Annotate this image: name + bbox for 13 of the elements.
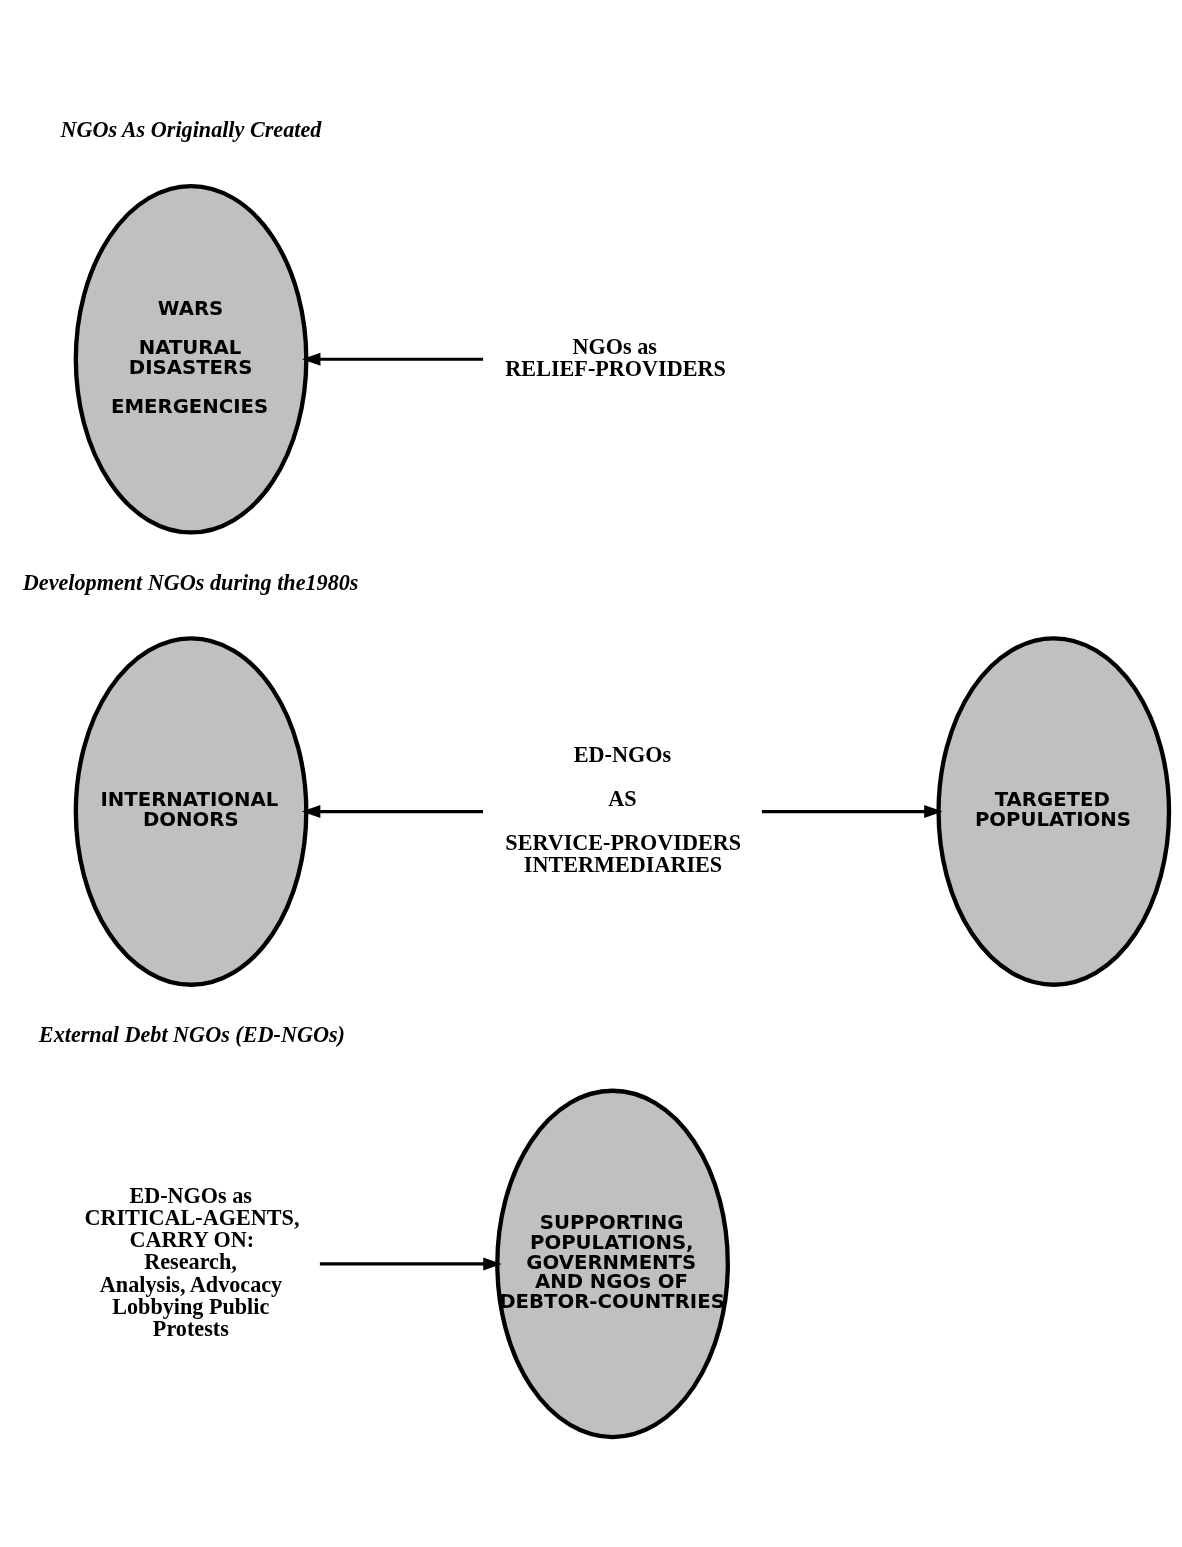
node-text: NGOs as RELIEF-PROVIDERS — [505, 333, 726, 381]
node-ellipse: INTERNATIONAL DONORS — [73, 635, 309, 987]
label: NGOs As Originally Created — [60, 116, 322, 142]
node-ellipse: TARGETED POPULATIONS — [936, 635, 1172, 987]
arrow — [301, 804, 483, 818]
node-ellipse: WARS NATURAL DISASTERS EMERGENCIES — [73, 183, 309, 535]
label: Development NGOs during the1980s — [22, 569, 359, 595]
arrow — [301, 352, 484, 366]
label: External Debt NGOs (ED-NGOs) — [38, 1021, 345, 1047]
node-text: ED-NGOs as CRITICAL-AGENTS, CARRY ON: Research, Analysis, Advocacy Lobbying Public Protests — [84, 1182, 300, 1341]
arrow — [319, 1256, 502, 1270]
node-text: ED-NGOs AS SERVICE-PROVIDERS INTERMEDIARIES — [505, 741, 742, 877]
arrow — [761, 804, 943, 818]
